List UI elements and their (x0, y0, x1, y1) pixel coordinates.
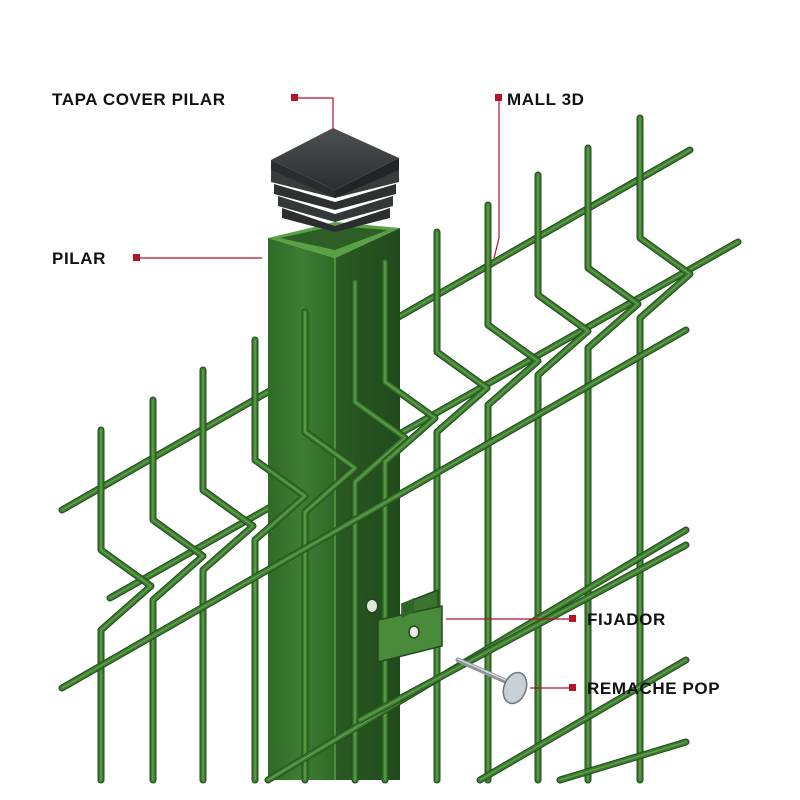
leader-dot-marker-post (133, 254, 140, 261)
mesh-vertical-wire-6 (351, 278, 409, 784)
rivet-mandrel-shine (457, 658, 511, 683)
mesh-vertical-wires (97, 114, 694, 784)
mesh-horizontal-wire-3 (58, 326, 690, 692)
leader-cap (296, 97, 334, 130)
leader-mesh (493, 98, 500, 259)
post-cap (271, 128, 399, 232)
clamp-hole-1 (408, 625, 420, 639)
label-post: PILAR (52, 249, 106, 268)
mesh-vertical-wire-9 (484, 201, 542, 784)
post-top-inner (280, 226, 388, 250)
leader-dot-marker-clamp (569, 615, 576, 622)
mesh-vertical-wire-2 (149, 396, 207, 784)
label-clamp: FIJADOR (587, 610, 666, 629)
cap-front-edge (271, 160, 335, 198)
label-mesh: MALL 3D (507, 90, 585, 109)
rivet (455, 657, 528, 705)
mesh-vertical-wire-4 (251, 336, 309, 784)
cap-top (271, 128, 399, 190)
clamp (365, 588, 443, 663)
leader-dot-marker-rivet (569, 684, 576, 691)
leader-lines (138, 97, 572, 689)
clamp-fold (402, 598, 414, 618)
leader-dot-marker-mesh (495, 94, 502, 101)
post-side-face (335, 228, 400, 780)
mesh-horizontal-wires-front (58, 326, 690, 784)
cap-rib-3 (278, 196, 393, 222)
mesh-vertical-wire-5 (301, 308, 359, 784)
cap-side-edge (335, 158, 399, 198)
mesh-vertical-wire-8 (433, 228, 491, 784)
mesh-horizontal-wire-7 (556, 738, 690, 784)
leader-dot-marker-cap (291, 94, 298, 101)
mesh-vertical-wire-7 (381, 258, 439, 784)
rivet-mandrel (455, 657, 515, 687)
post-hole (365, 598, 379, 614)
mesh-vertical-wire-10 (534, 171, 592, 784)
mesh-vertical-wire-11 (584, 144, 642, 784)
rivet-head (502, 671, 528, 705)
mesh-vertical-wire-12 (636, 114, 694, 784)
label-rivet: REMACHE POP (587, 679, 720, 698)
mesh-vertical-wire-3 (199, 366, 257, 784)
post-front-face (268, 238, 335, 780)
mesh-vertical-wire-1 (97, 426, 155, 784)
label-cap: TAPA COVER PILAR (52, 90, 226, 109)
cap-rib-4 (282, 208, 390, 232)
mesh-horizontal-wire-6 (476, 656, 690, 784)
leader-dot-markers (133, 94, 576, 691)
post (268, 222, 400, 780)
cap-rib-2 (274, 184, 396, 210)
mesh-horizontal-wire-5 (356, 541, 690, 724)
